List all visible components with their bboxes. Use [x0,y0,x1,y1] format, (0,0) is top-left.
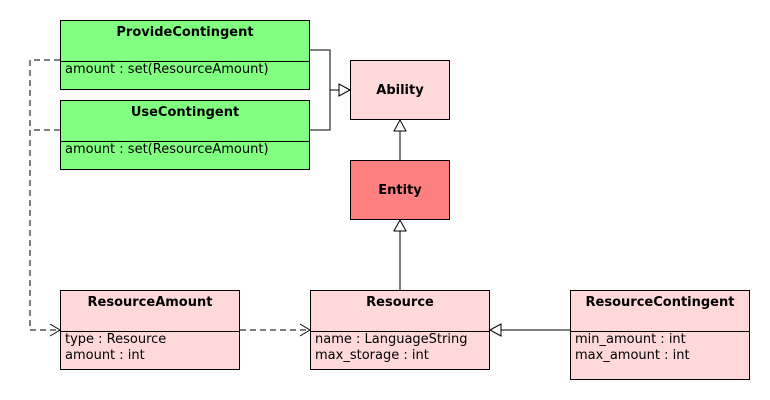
resource-attributes: name : LanguageString max_storage : int [311,331,489,364]
resource-amount-attribute: type : Resource [65,332,167,347]
resource-contingent-attribute: max_amount : int [575,348,690,363]
ability-class[interactable]: Ability [350,60,450,120]
provide-contingent-class[interactable]: ProvideContingent amount : set(ResourceA… [60,20,310,90]
ability-generalization-arrowhead [338,83,352,97]
provide-to-amount-dependency [29,59,60,331]
resource-attribute: max_storage : int [315,348,429,363]
entity-class[interactable]: Entity [350,160,450,220]
resource-contingent-class-name: ResourceContingent [585,295,735,310]
resource-contingent-attribute: min_amount : int [575,332,686,347]
contingent-generalization-arrowhead [488,323,502,337]
provide-contingent-class-name: ProvideContingent [116,25,254,40]
resource-generalization-arrowhead [393,218,407,232]
provide-to-ability-connector [310,49,331,90]
use-contingent-attribute: amount : set(ResourceAmount) [65,142,269,157]
resource-contingent-class[interactable]: ResourceContingent min_amount : int max_… [570,290,750,380]
resource-amount-class[interactable]: ResourceAmount type : Resource amount : … [60,290,240,370]
resource-contingent-attributes: min_amount : int max_amount : int [571,331,749,364]
resource-class[interactable]: Resource name : LanguageString max_stora… [310,290,490,370]
resource-class-name: Resource [366,295,434,310]
use-to-ability-connector [310,89,339,131]
resource-amount-class-name: ResourceAmount [87,295,213,310]
entity-generalization-arrowhead [393,118,407,132]
provide-contingent-attribute: amount : set(ResourceAmount) [65,62,269,77]
use-contingent-class[interactable]: UseContingent amount : set(ResourceAmoun… [60,100,310,170]
use-contingent-attributes: amount : set(ResourceAmount) [61,141,309,158]
entity-class-name: Entity [378,182,422,198]
ability-class-name: Ability [376,82,424,98]
provide-contingent-attributes: amount : set(ResourceAmount) [61,61,309,78]
resource-amount-attributes: type : Resource amount : int [61,331,239,364]
resource-attribute: name : LanguageString [315,332,468,347]
use-contingent-class-name: UseContingent [130,105,240,120]
resource-amount-attribute: amount : int [65,348,145,363]
